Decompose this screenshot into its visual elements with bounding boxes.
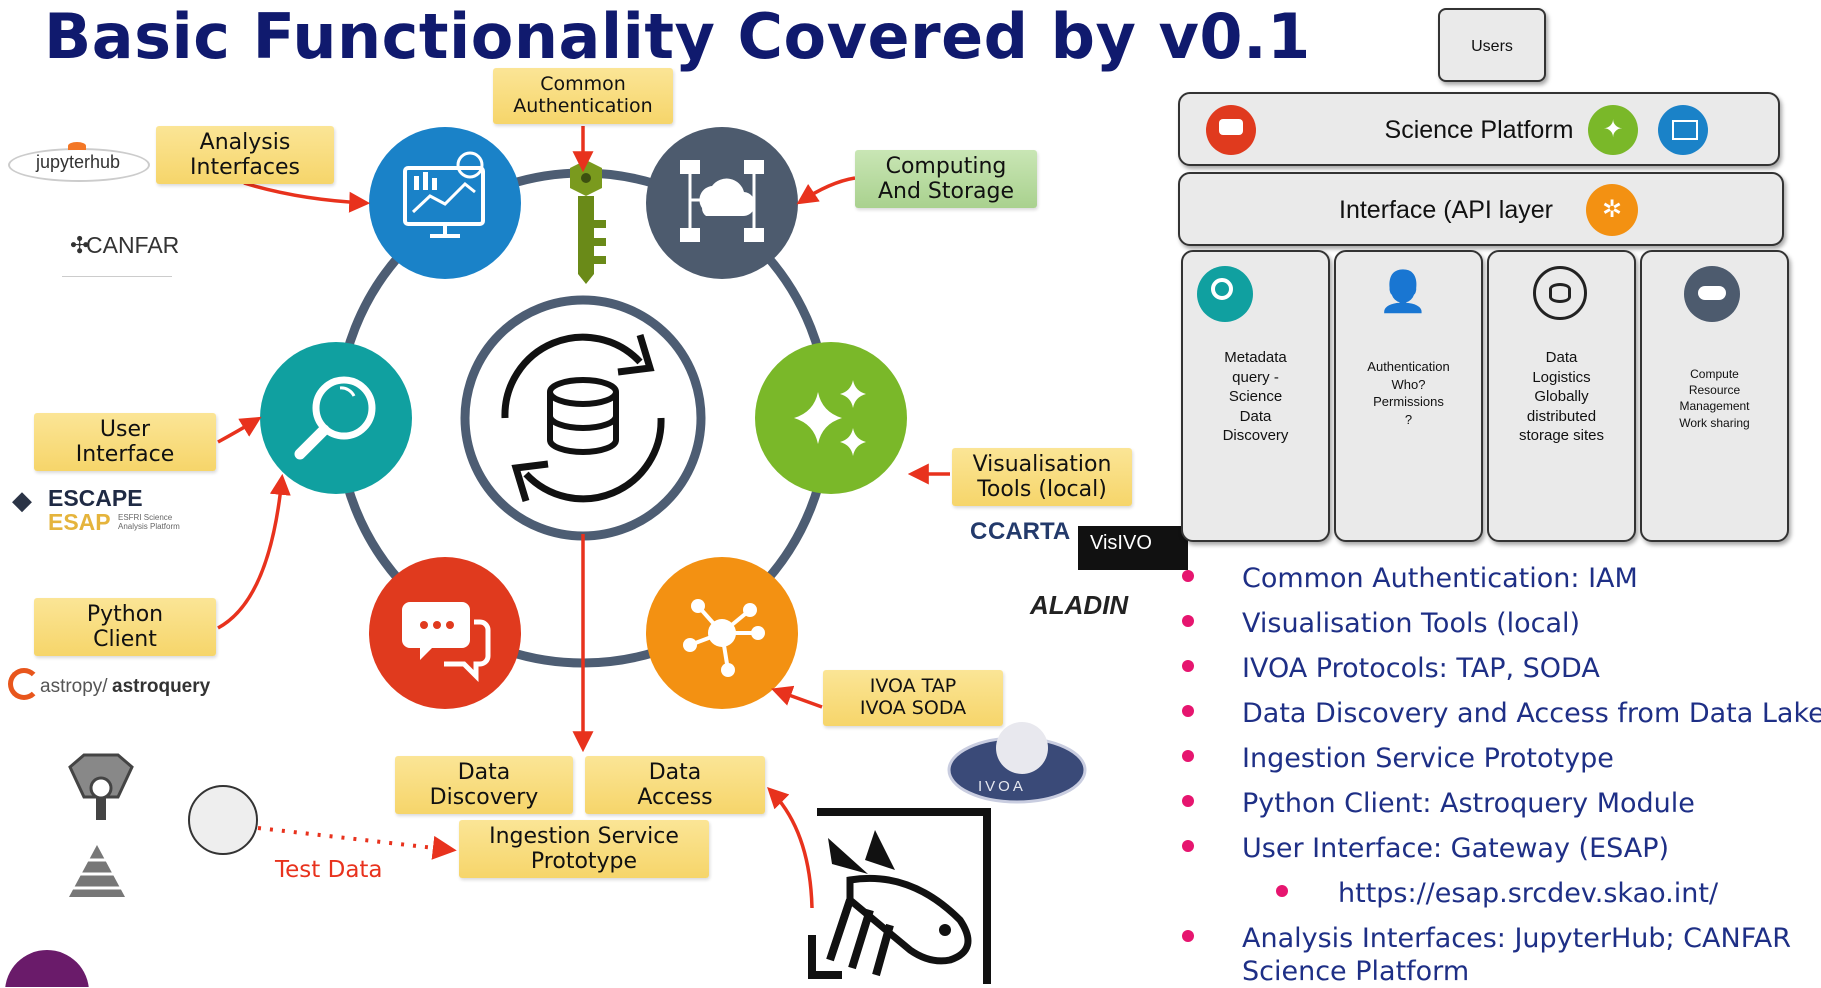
label-test-data: Test Data [275,857,383,883]
visivo-logo: VisIVO [1078,526,1188,570]
users-box: Users [1438,8,1546,82]
column-authentication: 👤 Authentication Who? Permissions ? [1334,250,1483,542]
search-icon [1197,266,1253,322]
key-icon [570,160,606,284]
dashboard-icon [369,127,521,279]
cloud-network-icon [1684,266,1740,322]
label-common-auth: Common Authentication [493,68,673,124]
canfar-logo: ✣ CANFAR [62,218,179,277]
test-data-circle [188,785,258,855]
arrow-donkey [767,787,814,909]
cloud-network-icon [646,127,798,279]
label-analysis-interfaces: Analysis Interfaces [156,126,334,184]
sparkles-icon [755,342,907,494]
bullet-item: Ingestion Service Prototype [1180,736,1820,781]
donkey-logo [808,808,991,984]
arrow-ivoa [771,685,823,709]
database-sync-icon [1533,266,1587,320]
antenna-array-icon [66,845,128,897]
arrow-python [217,473,291,630]
user-gear-icon: 👤 [1378,269,1428,315]
column-metadata: Metadata query - Science Data Discovery [1181,250,1330,542]
hub-network-icon: ✲ [1586,184,1638,236]
label-python-client: Python Client [34,598,216,656]
slide-title: Basic Functionality Covered by v0.1 [44,0,1311,73]
interface-box: Interface (API layer ✲ [1178,172,1784,246]
label-data-access: Data Access [585,756,765,814]
bullet-item: Common Authentication: IAM [1180,556,1820,601]
search-icon [260,342,412,494]
label-ingestion: Ingestion Service Prototype [459,820,709,878]
sparkles-icon: ✦ [1588,105,1638,155]
jupyterhub-logo: jupyterhub [8,142,150,186]
astroquery-logo: astropy/ astroquery [8,664,228,708]
column-logistics: Data Logistics Globally distributed stor… [1487,250,1636,542]
column-compute: Compute Resource Management Work sharing [1640,250,1789,542]
chat-icon [369,557,521,709]
escape-esap-logo: ◆ ESCAPE ESAP ESFRI Science Analysis Pla… [12,485,180,535]
bullet-item: Python Client: Astroquery Module [1180,781,1820,826]
science-platform-box: Science Platform ✦ [1178,92,1780,166]
bullet-item: Data Discovery and Access from Data Lake [1180,691,1821,736]
bullet-item: IVOA Protocols: TAP, SODA [1180,646,1820,691]
feature-bullet-list: Common Authentication: IAM Visualisation… [1180,556,1821,988]
label-vis-tools: Visualisation Tools (local) [952,448,1132,506]
ivoa-logo-graphic [947,722,1087,804]
label-data-discovery: Data Discovery [395,756,573,814]
arrow-test-data [257,826,457,860]
corner-badge [5,950,89,987]
telescope-icon [68,753,134,820]
label-ivoa: IVOA TAP IVOA SODA [823,670,1003,726]
chat-icon [1206,105,1256,155]
bullet-item: Visualisation Tools (local) [1180,601,1820,646]
arrow-user-interface [217,416,262,444]
label-user-interface: User Interface [34,413,216,471]
label-computing-storage: Computing And Storage [855,150,1037,208]
database-sync-icon [460,295,706,541]
arrow-analysis [243,181,371,213]
bullet-item: Analysis Interfaces: JupyterHub; CANFAR … [1180,916,1820,988]
esap-link[interactable]: https://esap.srcdev.skao.int/ [1180,871,1820,916]
hub-network-icon [646,557,798,709]
bullet-item: User Interface: Gateway (ESAP) [1180,826,1820,871]
dashboard-icon [1658,105,1708,155]
arrow-computing [796,176,856,205]
